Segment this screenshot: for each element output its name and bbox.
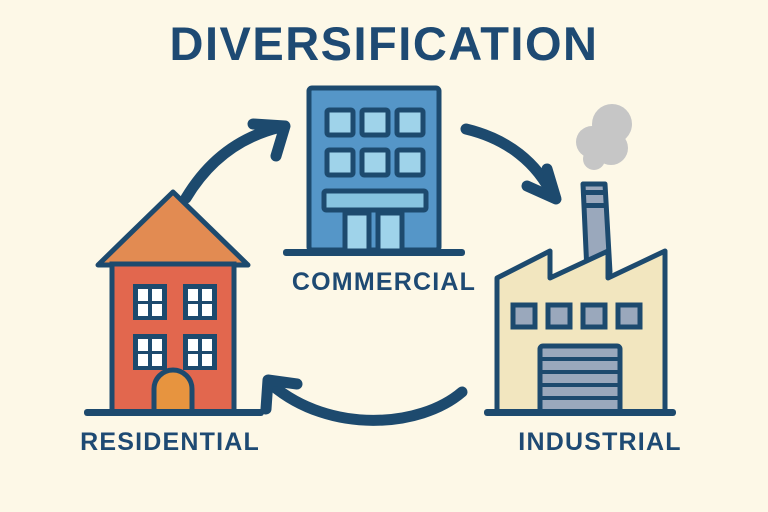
node-label-residential: RESIDENTIAL [80, 428, 260, 456]
house-window [183, 334, 217, 370]
node-label-commercial: COMMERCIAL [291, 268, 477, 296]
commercial-building-icon [283, 85, 465, 256]
smoke-icon [576, 104, 632, 170]
residential-ground-line [84, 409, 264, 416]
commercial-storefront-panel [342, 210, 372, 254]
commercial-window [324, 147, 356, 178]
factory-window [510, 302, 538, 330]
factory-garage-door [537, 343, 623, 415]
house-door [151, 367, 195, 415]
industrial-factory-icon [484, 104, 676, 416]
page-title: DIVERSIFICATION [169, 17, 599, 70]
commercial-window [324, 107, 356, 138]
commercial-ground-line [283, 249, 465, 256]
garage-door-slats [542, 357, 618, 400]
arrow-residential-to-commercial [180, 118, 291, 204]
commercial-window [359, 147, 391, 178]
node-label-industrial: INDUSTRIAL [518, 428, 682, 456]
chimney-band [585, 203, 606, 208]
house-window [133, 334, 167, 370]
commercial-window [394, 107, 426, 138]
industrial-ground-line [484, 409, 676, 416]
house-roof [95, 189, 251, 268]
house-window [183, 284, 217, 320]
commercial-storefront-panel [375, 210, 405, 254]
factory-window [615, 302, 643, 330]
factory-window [545, 302, 573, 330]
residential-house-icon [84, 189, 264, 416]
house-window [133, 284, 167, 320]
factory-window [580, 302, 608, 330]
chimney-band [584, 190, 605, 195]
arrow-industrial-to-residential [260, 374, 468, 426]
commercial-window [394, 147, 426, 178]
arrow-commercial-to-industrial [460, 123, 562, 205]
commercial-window [359, 107, 391, 138]
commercial-awning [321, 188, 429, 213]
